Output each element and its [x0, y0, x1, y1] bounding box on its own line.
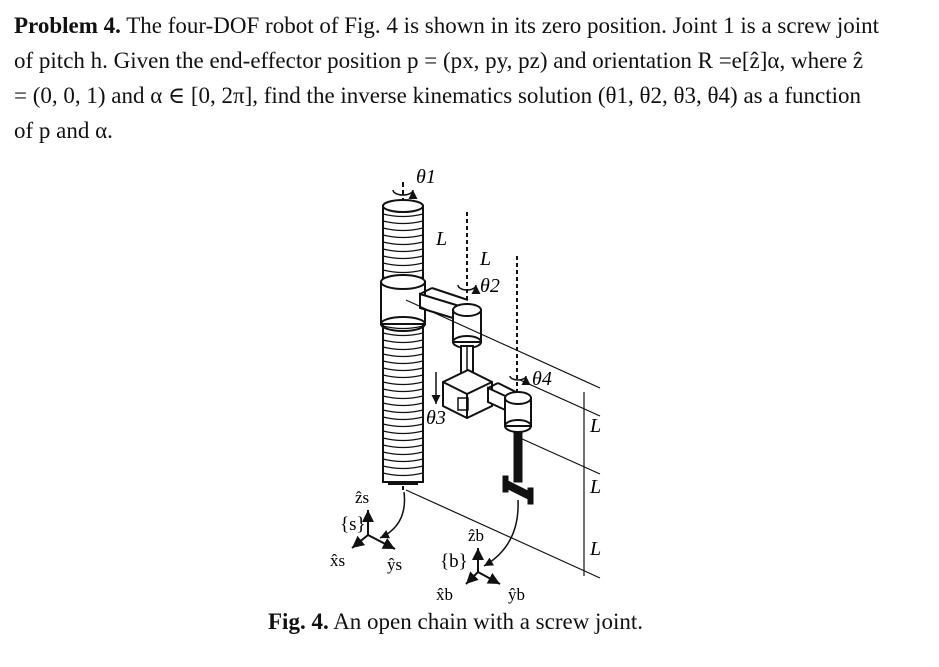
yb-label: ŷb: [508, 585, 525, 604]
joint4-cylinder: [504, 391, 532, 433]
problem-label: Problem 4.: [14, 13, 121, 38]
s-frame-arrow: [379, 491, 406, 539]
xs-label: x̂s: [330, 551, 345, 570]
xb-label: x̂b: [436, 585, 453, 604]
figure-caption: Fig. 4. An open chain with a screw joint…: [268, 609, 643, 635]
problem-line-1: Problem 4. The four-DOF robot of Fig. 4 …: [14, 8, 924, 43]
b-frame-label: {b}: [440, 551, 468, 572]
L-top-2: L: [479, 248, 491, 270]
L-right-3: L: [589, 538, 601, 560]
L-top-1: L: [435, 228, 447, 250]
joint2-cylinder: [452, 303, 482, 349]
problem-text-1: The four-DOF robot of Fig. 4 is shown in…: [126, 13, 879, 38]
zb-label: ẑb: [468, 526, 484, 545]
screw-column: [382, 199, 424, 483]
dimension-lines: [405, 299, 601, 579]
theta3-label: θ3: [426, 407, 446, 429]
joint3-box: [442, 368, 493, 420]
end-effector-gripper: [502, 431, 534, 505]
theta1-label: θ1: [416, 166, 436, 188]
theta2-label: θ2: [480, 275, 500, 297]
problem-statement: Problem 4. The four-DOF robot of Fig. 4 …: [14, 8, 924, 148]
joint1-rotation-icon: [392, 189, 418, 200]
L-right-1: L: [589, 415, 601, 437]
joint1-collar: [380, 274, 426, 332]
caption-text: An open chain with a screw joint.: [333, 609, 643, 634]
b-frame-arrow: [483, 499, 519, 567]
joint4-rotation-icon: [509, 375, 531, 386]
joint2-rotation-icon: [457, 284, 481, 295]
body-frame: [465, 548, 501, 585]
problem-line-4: of p and α.: [14, 118, 113, 143]
theta4-label: θ4: [532, 368, 552, 390]
zs-label: ẑs: [355, 488, 369, 507]
problem-line-2: of pitch h. Given the end-effector posit…: [14, 48, 864, 73]
ys-label: ŷs: [387, 555, 402, 574]
s-frame-label: {s}: [340, 514, 366, 535]
caption-label: Fig. 4.: [268, 609, 329, 634]
problem-line-3: = (0, 0, 1) and α ∈ [0, 2π], find the in…: [14, 83, 861, 108]
space-frame: [351, 510, 396, 550]
L-right-2: L: [589, 476, 601, 498]
